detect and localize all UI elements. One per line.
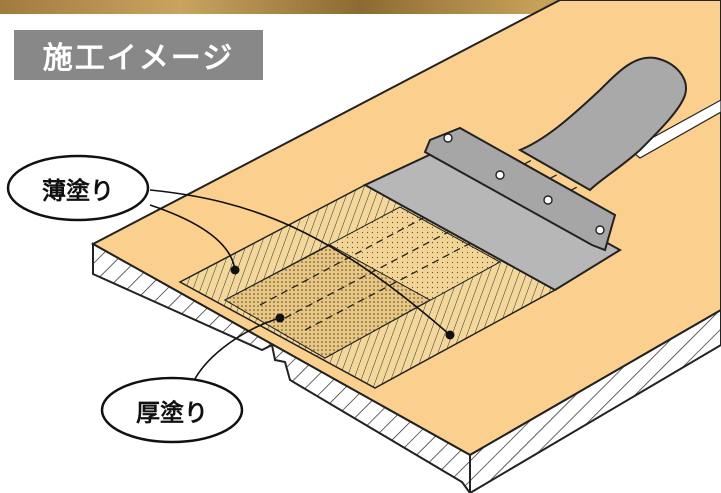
callout-dots	[230, 265, 455, 340]
title-banner: 施工イメージ	[14, 30, 263, 80]
board-highlight-strip	[628, 99, 721, 159]
thick-coat-area	[223, 244, 432, 359]
brush-metal-plate	[423, 126, 617, 252]
thick-coat-callout-bubble	[100, 376, 244, 444]
brush-rivets	[443, 133, 605, 235]
thin-coat-label: 薄塗り	[42, 176, 114, 205]
page-title: 施工イメージ	[42, 41, 235, 76]
brush-ferrule	[362, 148, 622, 292]
thick-coat-label: 厚塗り	[136, 398, 208, 427]
board-side-edge	[469, 308, 721, 493]
brush-handle	[517, 56, 687, 192]
thin-coat-callout-bubble	[6, 154, 150, 222]
